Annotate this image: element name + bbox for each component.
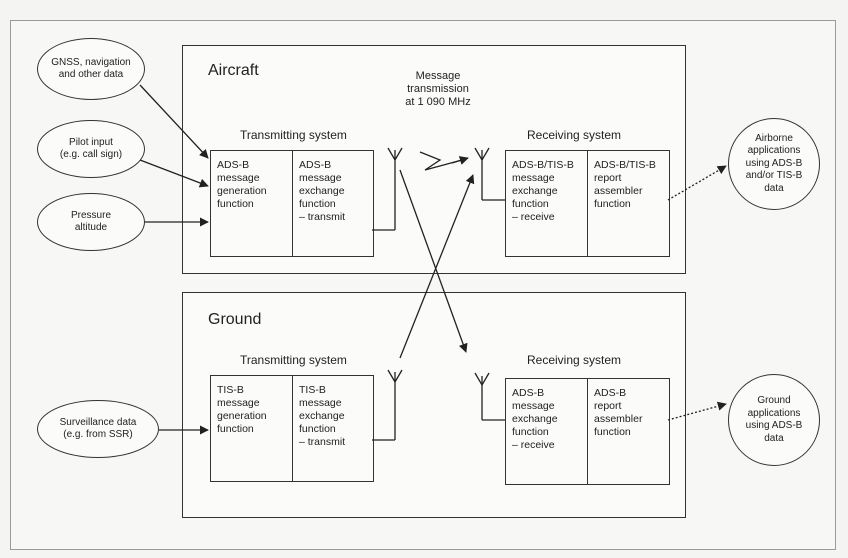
receiver-to-ground-apps-arrow	[667, 401, 727, 421]
ground-receive-antenna-icon	[474, 372, 505, 421]
ground-receiving-label: Receiving system	[527, 353, 622, 367]
aircraft-receiving-label: Receiving system	[527, 128, 622, 142]
aircraft-receive-antenna-icon	[474, 147, 505, 201]
ads-b-tis-b-message-exchange-receive-function: ADS-B/TIS-B message exchange function – …	[506, 151, 588, 256]
gnss-navigation-data-ellipse: GNSS, navigation and other data	[37, 38, 145, 100]
pilot-to-generation-arrow	[139, 159, 209, 188]
aircraft-title: Aircraft	[208, 62, 259, 79]
tis-b-message-generation-function: TIS-B message generation function	[211, 376, 293, 481]
message-transmission-label: Message transmission at 1 090 MHz	[405, 70, 471, 108]
aircraft-transmitting-label: Transmitting system	[240, 128, 347, 142]
ground-transmit-antenna-icon	[372, 369, 403, 441]
ground-transmitting-label: Transmitting system	[240, 353, 347, 367]
ground-transmitting-box: TIS-B message generation function TIS-B …	[210, 375, 374, 482]
aircraft-transmitting-box: ADS-B message generation function ADS-B …	[210, 150, 374, 257]
ads-b-message-generation-function: ADS-B message generation function	[211, 151, 293, 256]
ads-b-tis-b-report-assembler-function: ADS-B/TIS-B report assembler function	[594, 159, 656, 210]
aircraft-transmit-antenna-icon	[372, 147, 403, 231]
radio-signal-icon	[419, 151, 463, 171]
ads-b-report-assembler-function: ADS-B report assembler function	[594, 387, 643, 438]
tis-b-message-exchange-transmit-function: TIS-B message exchange function – transm…	[299, 384, 346, 448]
receiver-to-airborne-apps-arrow	[667, 165, 727, 201]
ground-title: Ground	[208, 311, 262, 328]
ground-receiving-box: ADS-B message exchange function – receiv…	[505, 378, 670, 485]
airborne-applications-ellipse: Airborne applications using ADS-B and/or…	[728, 118, 820, 210]
gnss-to-generation-arrow	[139, 84, 209, 159]
aircraft-receiving-box: ADS-B/TIS-B message exchange function – …	[505, 150, 670, 257]
surveillance-data-ellipse: Surveillance data (e.g. from SSR)	[37, 400, 159, 458]
ground-to-aircraft-transmission-arrow	[399, 174, 475, 359]
aircraft-to-ground-transmission-arrow	[399, 169, 468, 353]
ads-b-message-exchange-receive-function: ADS-B message exchange function – receiv…	[506, 379, 588, 484]
pilot-input-ellipse: Pilot input (e.g. call sign)	[37, 120, 145, 178]
ads-b-message-exchange-transmit-function: ADS-B message exchange function – transm…	[299, 159, 346, 223]
ground-applications-ellipse: Ground applications using ADS-B data	[728, 374, 820, 466]
pressure-altitude-ellipse: Pressure altitude	[37, 193, 145, 251]
